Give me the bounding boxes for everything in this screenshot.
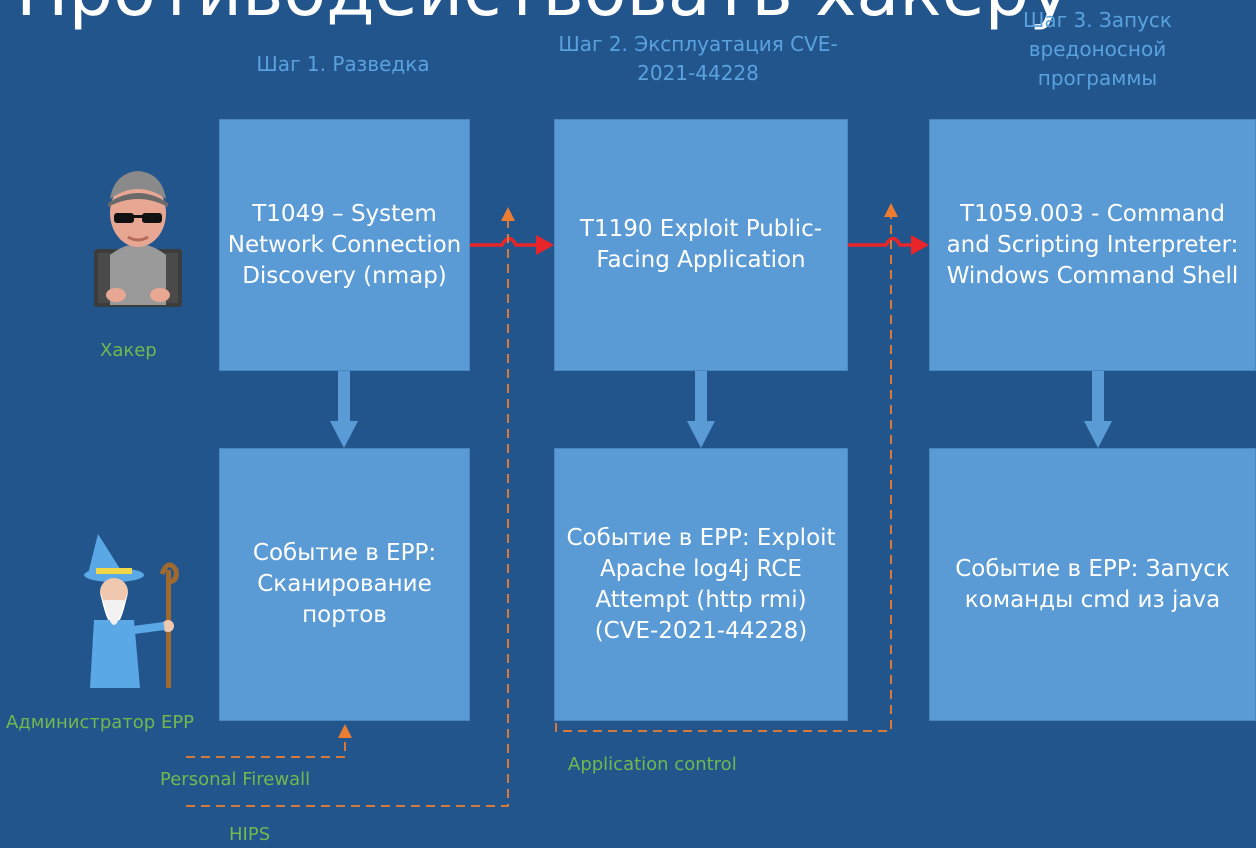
application-control-label: Application control [568,754,737,775]
step-3-label: Шаг 3. Запуск вредоносной программы [1022,8,1172,90]
technique-text-3: T1059.003 - Command and Scripting Interp… [946,200,1239,289]
hips-line [186,220,509,807]
event-box-1: Событие в EPP: Сканирование портов [219,448,470,721]
event-text-2: Событие в EPP: Exploit Apache log4j RCE … [566,524,836,644]
hips-label: HIPS [229,824,271,845]
step-1-label: Шаг 1. Разведка [256,52,430,76]
application-control-line [555,216,892,732]
attack-arrow-1-head [536,235,554,255]
personal-firewall-arrowhead [338,724,352,738]
attack-arrow-2-head [911,235,929,255]
technique-text-2: T1190 Exploit Public-Facing Application [579,216,823,273]
page-title: Противодействовать хакеру [16,0,1071,26]
application-control-arrowhead [884,203,898,217]
down-arrow-3 [1084,371,1112,448]
attack-arrow-2 [848,236,913,247]
hacker-label: Хакер [100,340,157,361]
wizard-admin-icon [84,534,179,688]
hacker-icon [94,171,182,307]
attack-arrow-1 [470,236,538,247]
hips-arrowhead [501,207,515,221]
event-text-3: Событие в EPP: Запуск команды cmd из jav… [955,555,1230,613]
step-2-label: Шаг 2. Эксплуатация CVE-2021-44228 [558,32,838,85]
technique-box-2: T1190 Exploit Public-Facing Application [554,119,848,371]
event-box-3: Событие в EPP: Запуск команды cmd из jav… [929,448,1256,721]
down-arrow-1 [330,371,358,448]
admin-label: Администратор EPP [5,712,195,733]
technique-box-1: T1049 – System Network Connection Discov… [219,119,470,371]
down-arrow-2 [687,371,715,448]
event-text-1: Событие в EPP: Сканирование портов [252,540,437,628]
personal-firewall-line [186,737,346,758]
technique-text-1: T1049 – System Network Connection Discov… [227,200,462,289]
personal-firewall-label: Personal Firewall [160,769,311,790]
technique-box-3: T1059.003 - Command and Scripting Interp… [929,119,1256,371]
event-box-2: Событие в EPP: Exploit Apache log4j RCE … [554,448,848,721]
